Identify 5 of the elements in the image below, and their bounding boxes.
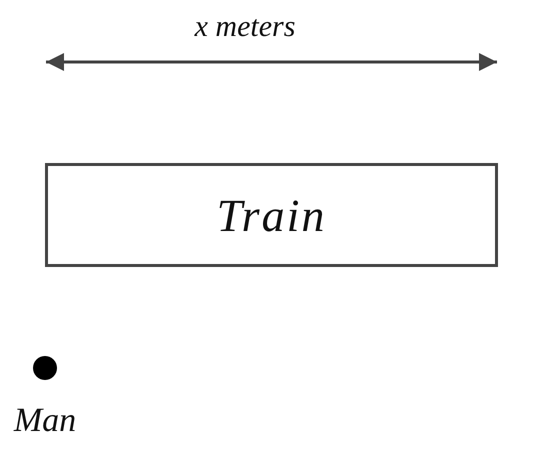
train-box bbox=[45, 163, 498, 267]
dimension-label: x meters bbox=[193, 10, 296, 44]
node-caption: Man bbox=[12, 402, 78, 440]
train-label: Train bbox=[216, 188, 326, 242]
dot bbox=[33, 356, 57, 380]
